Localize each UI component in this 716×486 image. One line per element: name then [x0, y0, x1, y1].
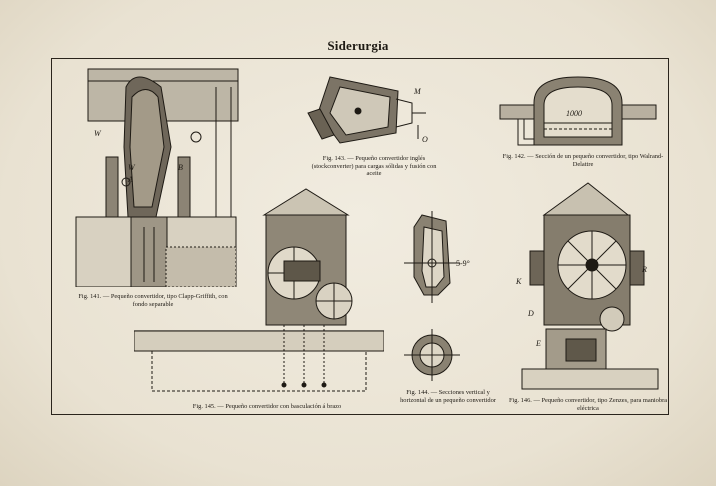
figure-145-number: Fig. 145. — [192, 403, 224, 410]
figure-143-caption: Fig. 143. — Pequeño convertidor inglés (… [304, 155, 444, 178]
figure-146-label-e: E [536, 339, 541, 348]
figure-142-caption: Fig. 142. — Sección de un pequeño conver… [502, 153, 664, 168]
figure-144-number: Fig. 144. — [406, 389, 438, 396]
figure-143-text: Pequeño convertidor inglés (stockconvert… [311, 155, 437, 178]
figure-143-label-m: M [414, 87, 421, 96]
figure-146-caption: Fig. 146. — Pequeño convertidor, tipo Ze… [506, 397, 670, 412]
figure-146-illustration: K R D E [516, 179, 664, 391]
figure-141-label-b: B [178, 163, 183, 172]
figure-141-illustration: W W A B [66, 67, 254, 287]
figure-142-text: Sección de un pequeño convertidor, tipo … [535, 153, 664, 168]
figure-141-label-w1: W [94, 129, 101, 138]
figure-146-label-d: D [528, 309, 534, 318]
figure-146-number: Fig. 146. — [508, 397, 540, 404]
figure-141-number: Fig. 141. — [78, 293, 110, 300]
figure-141-label-w2: W [128, 163, 135, 172]
illustration-plate: W W A B Fig. 141. — Pequeño convertidor,… [51, 58, 669, 415]
figure-142-label-1000: 1000 [566, 109, 582, 118]
figure-142-illustration: 1000 [498, 73, 658, 149]
figure-145-text: Pequeño convertidor con basculación á br… [225, 403, 342, 410]
figure-141-label-a: A [128, 175, 133, 184]
figure-144-caption: Fig. 144. — Secciones vertical y horizon… [398, 389, 498, 404]
figure-141-text: Pequeño convertidor, tipo Clapp-Griffith… [110, 293, 228, 308]
figure-144-label-angle: 5-9° [456, 259, 470, 268]
figure-146-label-r: R [642, 265, 647, 274]
figure-142-number: Fig. 142. — [502, 153, 534, 160]
figure-144-illustration: 5-9° [400, 207, 480, 387]
figure-143-number: Fig. 143. — [322, 155, 354, 162]
figure-145-caption: Fig. 145. — Pequeño convertidor con basc… [152, 403, 382, 411]
figure-143-label-o: O [422, 135, 428, 144]
page-title: Siderurgia [327, 38, 389, 53]
figure-146-text: Pequeño convertidor, tipo Zenzes, para m… [541, 397, 668, 412]
figure-144-text: Secciones vertical y horizontal de un pe… [400, 389, 496, 404]
figure-143-illustration: M O [300, 73, 430, 151]
figure-141-caption: Fig. 141. — Pequeño convertidor, tipo Cl… [78, 293, 228, 308]
figure-145-illustration [134, 185, 384, 397]
figure-146-label-k: K [516, 277, 522, 286]
